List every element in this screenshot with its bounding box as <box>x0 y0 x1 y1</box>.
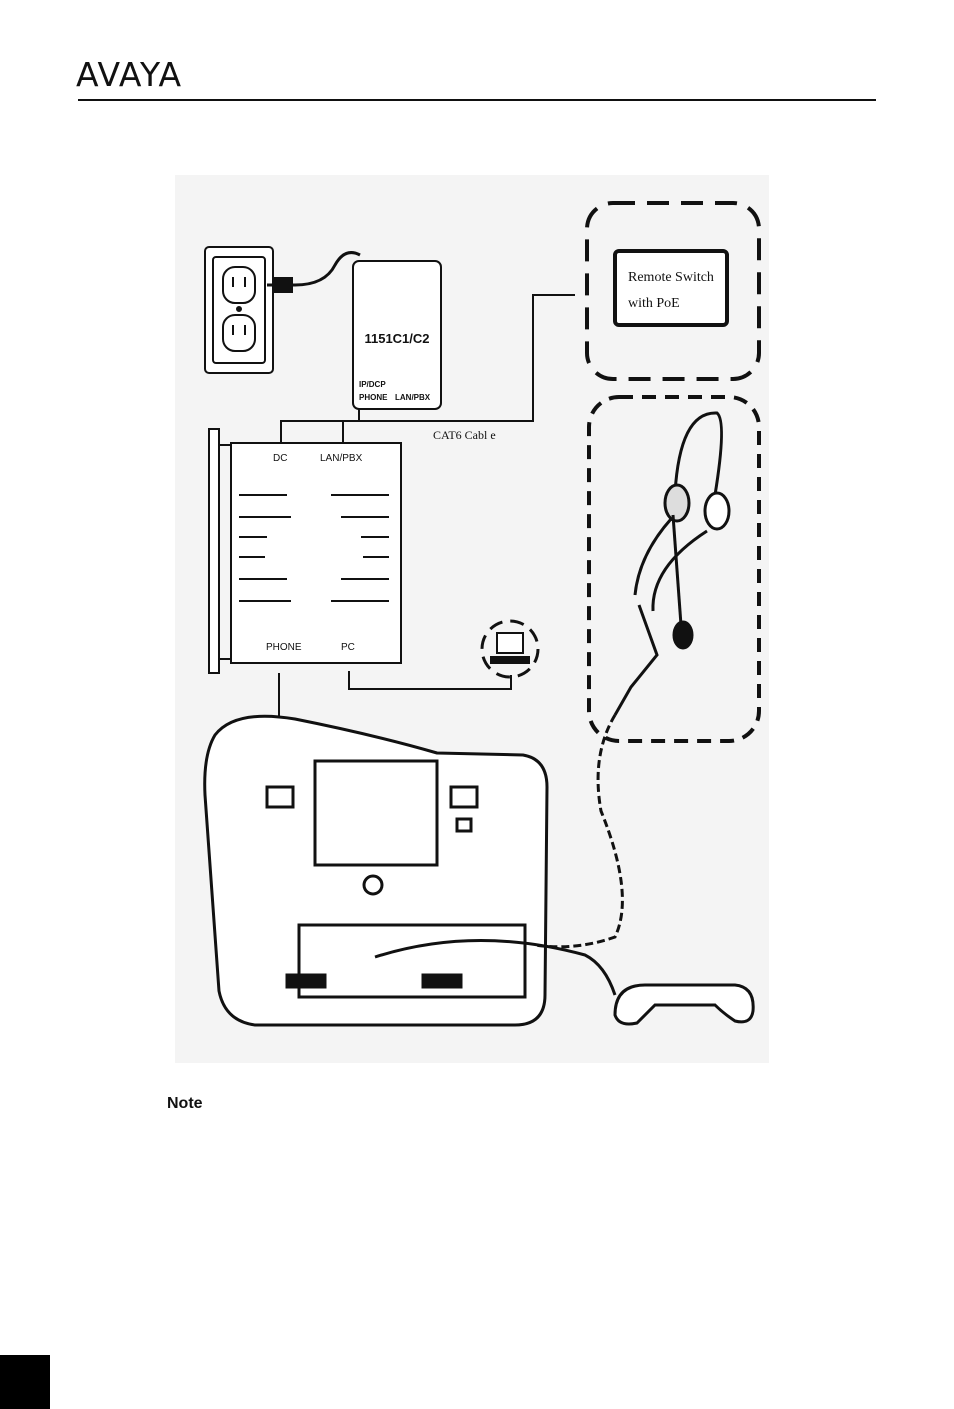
adapter-model-label: 1151C1/C2 <box>364 331 429 346</box>
header-rule <box>78 99 876 101</box>
handset-cord <box>374 939 617 996</box>
pc-cable <box>348 671 512 690</box>
adapter-module <box>208 428 402 674</box>
computer-icon <box>490 632 530 664</box>
headset-icon <box>613 411 731 716</box>
headset-dashed-outline <box>587 395 761 743</box>
note-label: Note <box>167 1095 203 1112</box>
power-adapter: 1151C1/C2 IP/DCP PHONE LAN/PBX <box>352 260 442 410</box>
wall-outlet <box>204 246 274 374</box>
cable-label: CAT6 Cabl e <box>433 428 496 442</box>
cat6-cable <box>342 294 575 443</box>
headset-cable <box>534 714 624 949</box>
page-corner-tab <box>0 1355 50 1409</box>
installation-diagram: 1151C1/C2 IP/DCP PHONE LAN/PBX Remote Sw… <box>175 175 769 1063</box>
port-dc-label: DC <box>273 453 287 464</box>
computer-dashed-outline <box>480 619 540 679</box>
adapter-port-right-label: LAN/PBX <box>395 393 431 402</box>
power-cord <box>267 251 361 287</box>
adapter-port-left-line2: PHONE <box>359 393 388 402</box>
avaya-logo: AVAYA <box>76 55 183 94</box>
adapter-to-module-cable <box>280 409 360 443</box>
port-pc-label: PC <box>341 642 355 653</box>
adapter-port-left-line1: IP/DCP <box>359 380 386 389</box>
switch-label-line2: with PoE <box>628 296 680 311</box>
port-lan-pbx-label: LAN/PBX <box>320 453 363 464</box>
remote-switch-dashed-outline <box>585 201 761 381</box>
remote-switch: Remote Switch with PoE <box>613 249 729 327</box>
desk-phone-base <box>203 714 549 1027</box>
port-phone-label: PHONE <box>266 642 302 653</box>
handset-icon <box>613 983 755 1026</box>
power-plug <box>273 277 293 293</box>
diagram-svg: 1151C1/C2 IP/DCP PHONE LAN/PBX Remote Sw… <box>203 201 761 1027</box>
switch-label-line1: Remote Switch <box>628 270 714 285</box>
